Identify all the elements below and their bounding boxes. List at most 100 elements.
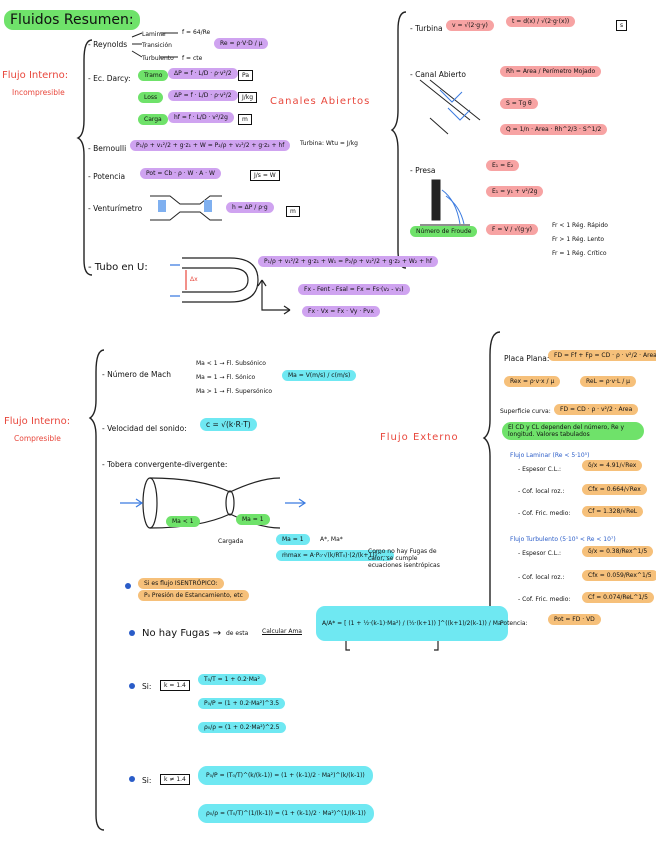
laminar-heading: Flujo Laminar (Re < 5·10⁵)	[510, 452, 590, 459]
q-badge: Q = 1/n · Area · Rh^2/3 · S^1/2	[500, 124, 608, 135]
tubo-u-f1-badge: P₁/ρ + v₁²/2 + g·z₁ + W₁ = P₂/ρ + v₂²/2 …	[258, 256, 438, 267]
a-formula-badge: A/A* = [ (1 + ½·(k-1)·Ma²) / (½·(k+1)) ]…	[316, 606, 508, 641]
froude-formula-badge: F = V / √(g·y)	[486, 224, 539, 235]
iso1: T₀/T = 1 + 0.2·Ma²	[198, 674, 266, 685]
reynolds-label: - Reynolds	[88, 40, 128, 49]
rh-badge: Rh = Area / Perímetro Mojado	[500, 66, 602, 77]
iso4: P₀/P = (T₀/T)^(k/(k-1)) = (1 + (k-1)/2 ·…	[198, 766, 373, 785]
tramo-formula: ΔP = f · L/D · ρ·v²/2	[168, 68, 238, 79]
tobera-label: - Tobera convergente-divergente:	[102, 460, 228, 469]
cof-local-formula: Cfx = 0.664/√Rex	[582, 484, 647, 495]
iso5: ρ₀/ρ = (T₀/T)^(1/(k-1)) = (1 + (k-1)/2 ·…	[198, 804, 374, 823]
sup-formula: FD = CD · ρ · v²/2 · Area	[554, 404, 639, 415]
ma-gt: Ma > 1 → Fl. Supersónico	[196, 388, 273, 395]
bernoulli-badge: P₁/ρ + v₁²/2 + g·z₁ + W = P₂/ρ + v₂²/2 +…	[130, 140, 291, 151]
placa-formula: FD = Ff + Fp = CD · ρ · v²/2 · Area	[548, 350, 656, 361]
tiempo-formula: t = d(x) / √(2·g·(x))	[506, 16, 576, 27]
esp-cl-label: - Espesor C.L.:	[518, 466, 562, 473]
c-formula: c = √(k·R·T)	[200, 418, 257, 431]
fr-lt: Fr < 1 Rég. Rápido	[552, 222, 608, 229]
bernoulli-label: - Bernoulli	[88, 144, 127, 153]
ec-darcy-label: - Ec. Darcy:	[88, 74, 131, 83]
section-subheading-comp: Compresible	[14, 434, 61, 443]
mmax-badge: ṁmax = A·P₀·√(k/RT₀)·(2/(k+1))^...	[276, 550, 394, 561]
tubo-u-label: - Tubo en U:	[88, 262, 148, 273]
cof-medio-badge: Cf = 1.328/√ReL	[582, 506, 644, 517]
ma1-badge: Ma = 1	[276, 534, 310, 545]
page-title: Fluidos Resumen:	[4, 10, 140, 30]
a-formula: A/A* = [ (1 + ½·(k-1)·Ma²) / (½·(k+1)) ]…	[316, 606, 508, 641]
cuando-note: Como no hay Fugas de calor, se cumple ec…	[368, 548, 440, 569]
presion-est: P₀ Presión de Estancamiento, etc	[138, 590, 249, 601]
turb-heading: Flujo Turbulento (5·10⁵ < Re < 10⁷)	[510, 536, 616, 543]
ma-formula-badge: Ma = V(m/s) / c(m/s)	[282, 370, 357, 381]
ma1: Ma = 1	[276, 534, 310, 545]
turbina-note: Turbina: Wtu = J/kg	[300, 140, 358, 147]
esp-cl-t-formula: δ/x = 0.38/Rex^1/5	[582, 546, 654, 557]
tubo-u-f3-badge: Fx · Vx = Fx · Vy · Pvx	[302, 306, 380, 317]
de-este-label: de esta	[226, 630, 249, 637]
mmax: ṁmax = A·P₀·√(k/RT₀)·(2/(k+1))^...	[276, 550, 394, 561]
tubo-u-f1: P₁/ρ + v₁²/2 + g·z₁ + W₁ = P₂/ρ + v₂²/2 …	[258, 256, 438, 267]
e-formula: E₁ = E₂	[486, 160, 520, 171]
s-badge: S = Tg θ	[500, 98, 538, 109]
si-label-2: Si:	[142, 776, 152, 785]
esp-cl-t-label: - Espesor C.L.:	[518, 550, 562, 557]
canal-abierto-label: - Canal Abierto	[410, 70, 466, 79]
potencia-badge: Pot = Cb · ρ · W · A · W	[140, 168, 221, 179]
cof-medio-t-badge: Cf = 0.074/ReL^1/5	[582, 592, 654, 603]
iso1-badge: T₀/T = 1 + 0.2·Ma²	[198, 674, 266, 685]
cof-local-t-label: - Cof. local roz.:	[518, 574, 565, 581]
e-badge: E₁ = E₂	[486, 160, 520, 171]
iso3: ρ₀/ρ = (1 + 0.2·Ma²)^2.5	[198, 722, 286, 733]
cof-medio-t-formula: Cf = 0.074/ReL^1/5	[582, 592, 654, 603]
venturi-badge: h = ΔP / ρ·g	[226, 202, 274, 213]
unit-m: m	[238, 114, 252, 125]
unit-jkg: J/kg	[238, 92, 258, 103]
no-fugas-label: No hay Fugas →	[142, 628, 222, 639]
isentropico-badge: Si es flujo ISENTRÓPICO:	[138, 578, 224, 589]
potencia-ext-label: Potencia:	[500, 620, 528, 627]
potencia-ext-badge: Pot = FD · VD	[548, 614, 601, 625]
esp-cl-formula: δ/x = 4.91/√Rex	[582, 460, 643, 471]
calculo-label: Calcular Ama	[262, 628, 302, 635]
presion-est-badge: P₀ Presión de Estancamiento, etc	[138, 590, 249, 601]
cof-local-t-badge: Cfx = 0.059/Rex^1/5	[582, 570, 656, 581]
cd-note: El CD y CL dependen del número, Re y lon…	[502, 422, 644, 440]
superficie-label: Superficie curva:	[500, 408, 551, 415]
tubo-u-f3: Fx · Vx = Fx · Vy · Pvx	[302, 306, 380, 317]
carga-label: Carga	[138, 114, 168, 125]
tramo-label: Tramo	[138, 70, 169, 81]
turbina-formula: v = √(2·g·y)	[446, 20, 494, 31]
flujo-externo-heading: Flujo Externo	[380, 432, 459, 443]
ma-throat-badge: Ma = 1	[236, 514, 270, 525]
cof-medio-t-label: - Cof. Fric. medio:	[518, 596, 571, 603]
si-label-1: Si:	[142, 682, 152, 691]
mach-label: - Número de Mach	[102, 370, 171, 379]
cof-local-label: - Cof. local roz.:	[518, 488, 565, 495]
e2-badge: E₁ = y₁ + v²/2g	[486, 186, 544, 197]
unit-s: s	[616, 20, 628, 31]
ma-inlet: Ma < 1	[166, 516, 200, 527]
loss-formula: ΔP = f · L/D · ρ·v²/2	[168, 90, 238, 101]
title-badge: Fluidos Resumen:	[4, 10, 140, 30]
f-laminar: f = 64/Re	[182, 29, 211, 36]
k14-box: k = 1.4	[160, 680, 190, 691]
ma-lt: Ma < 1 → Fl. Subsónico	[196, 360, 266, 367]
venturi-formula: h = ΔP / ρ·g	[226, 202, 274, 213]
froude-formula: F = V / √(g·y)	[486, 224, 539, 235]
bernoulli-formula: P₁/ρ + v₁²/2 + g·z₁ + W = P₂/ρ + v₂²/2 +…	[130, 140, 291, 151]
loss-label: Loss	[138, 92, 164, 103]
tramo-badge: Tramo	[138, 70, 169, 81]
venturimetro-label: - Venturímetro	[88, 204, 143, 213]
fr-gt: Fr > 1 Rég. Lento	[552, 236, 605, 243]
esp-cl-badge: δ/x = 4.91/√Rex	[582, 460, 643, 471]
iso4-badge: P₀/P = (T₀/T)^(k/(k-1)) = (1 + (k-1)/2 ·…	[198, 766, 373, 785]
turbina-badge: v = √(2·g·y)	[446, 20, 494, 31]
tiempo-badge: t = d(x) / √(2·g·(x))	[506, 16, 576, 27]
rh-formula: Rh = Area / Perímetro Mojado	[500, 66, 602, 77]
cd-note-badge: El CD y CL dependen del número, Re y lon…	[502, 422, 644, 440]
s-formula: S = Tg θ	[500, 98, 538, 109]
cof-local-t-formula: Cfx = 0.059/Rex^1/5	[582, 570, 656, 581]
canales-abiertos-heading: Canales Abiertos	[270, 96, 371, 107]
